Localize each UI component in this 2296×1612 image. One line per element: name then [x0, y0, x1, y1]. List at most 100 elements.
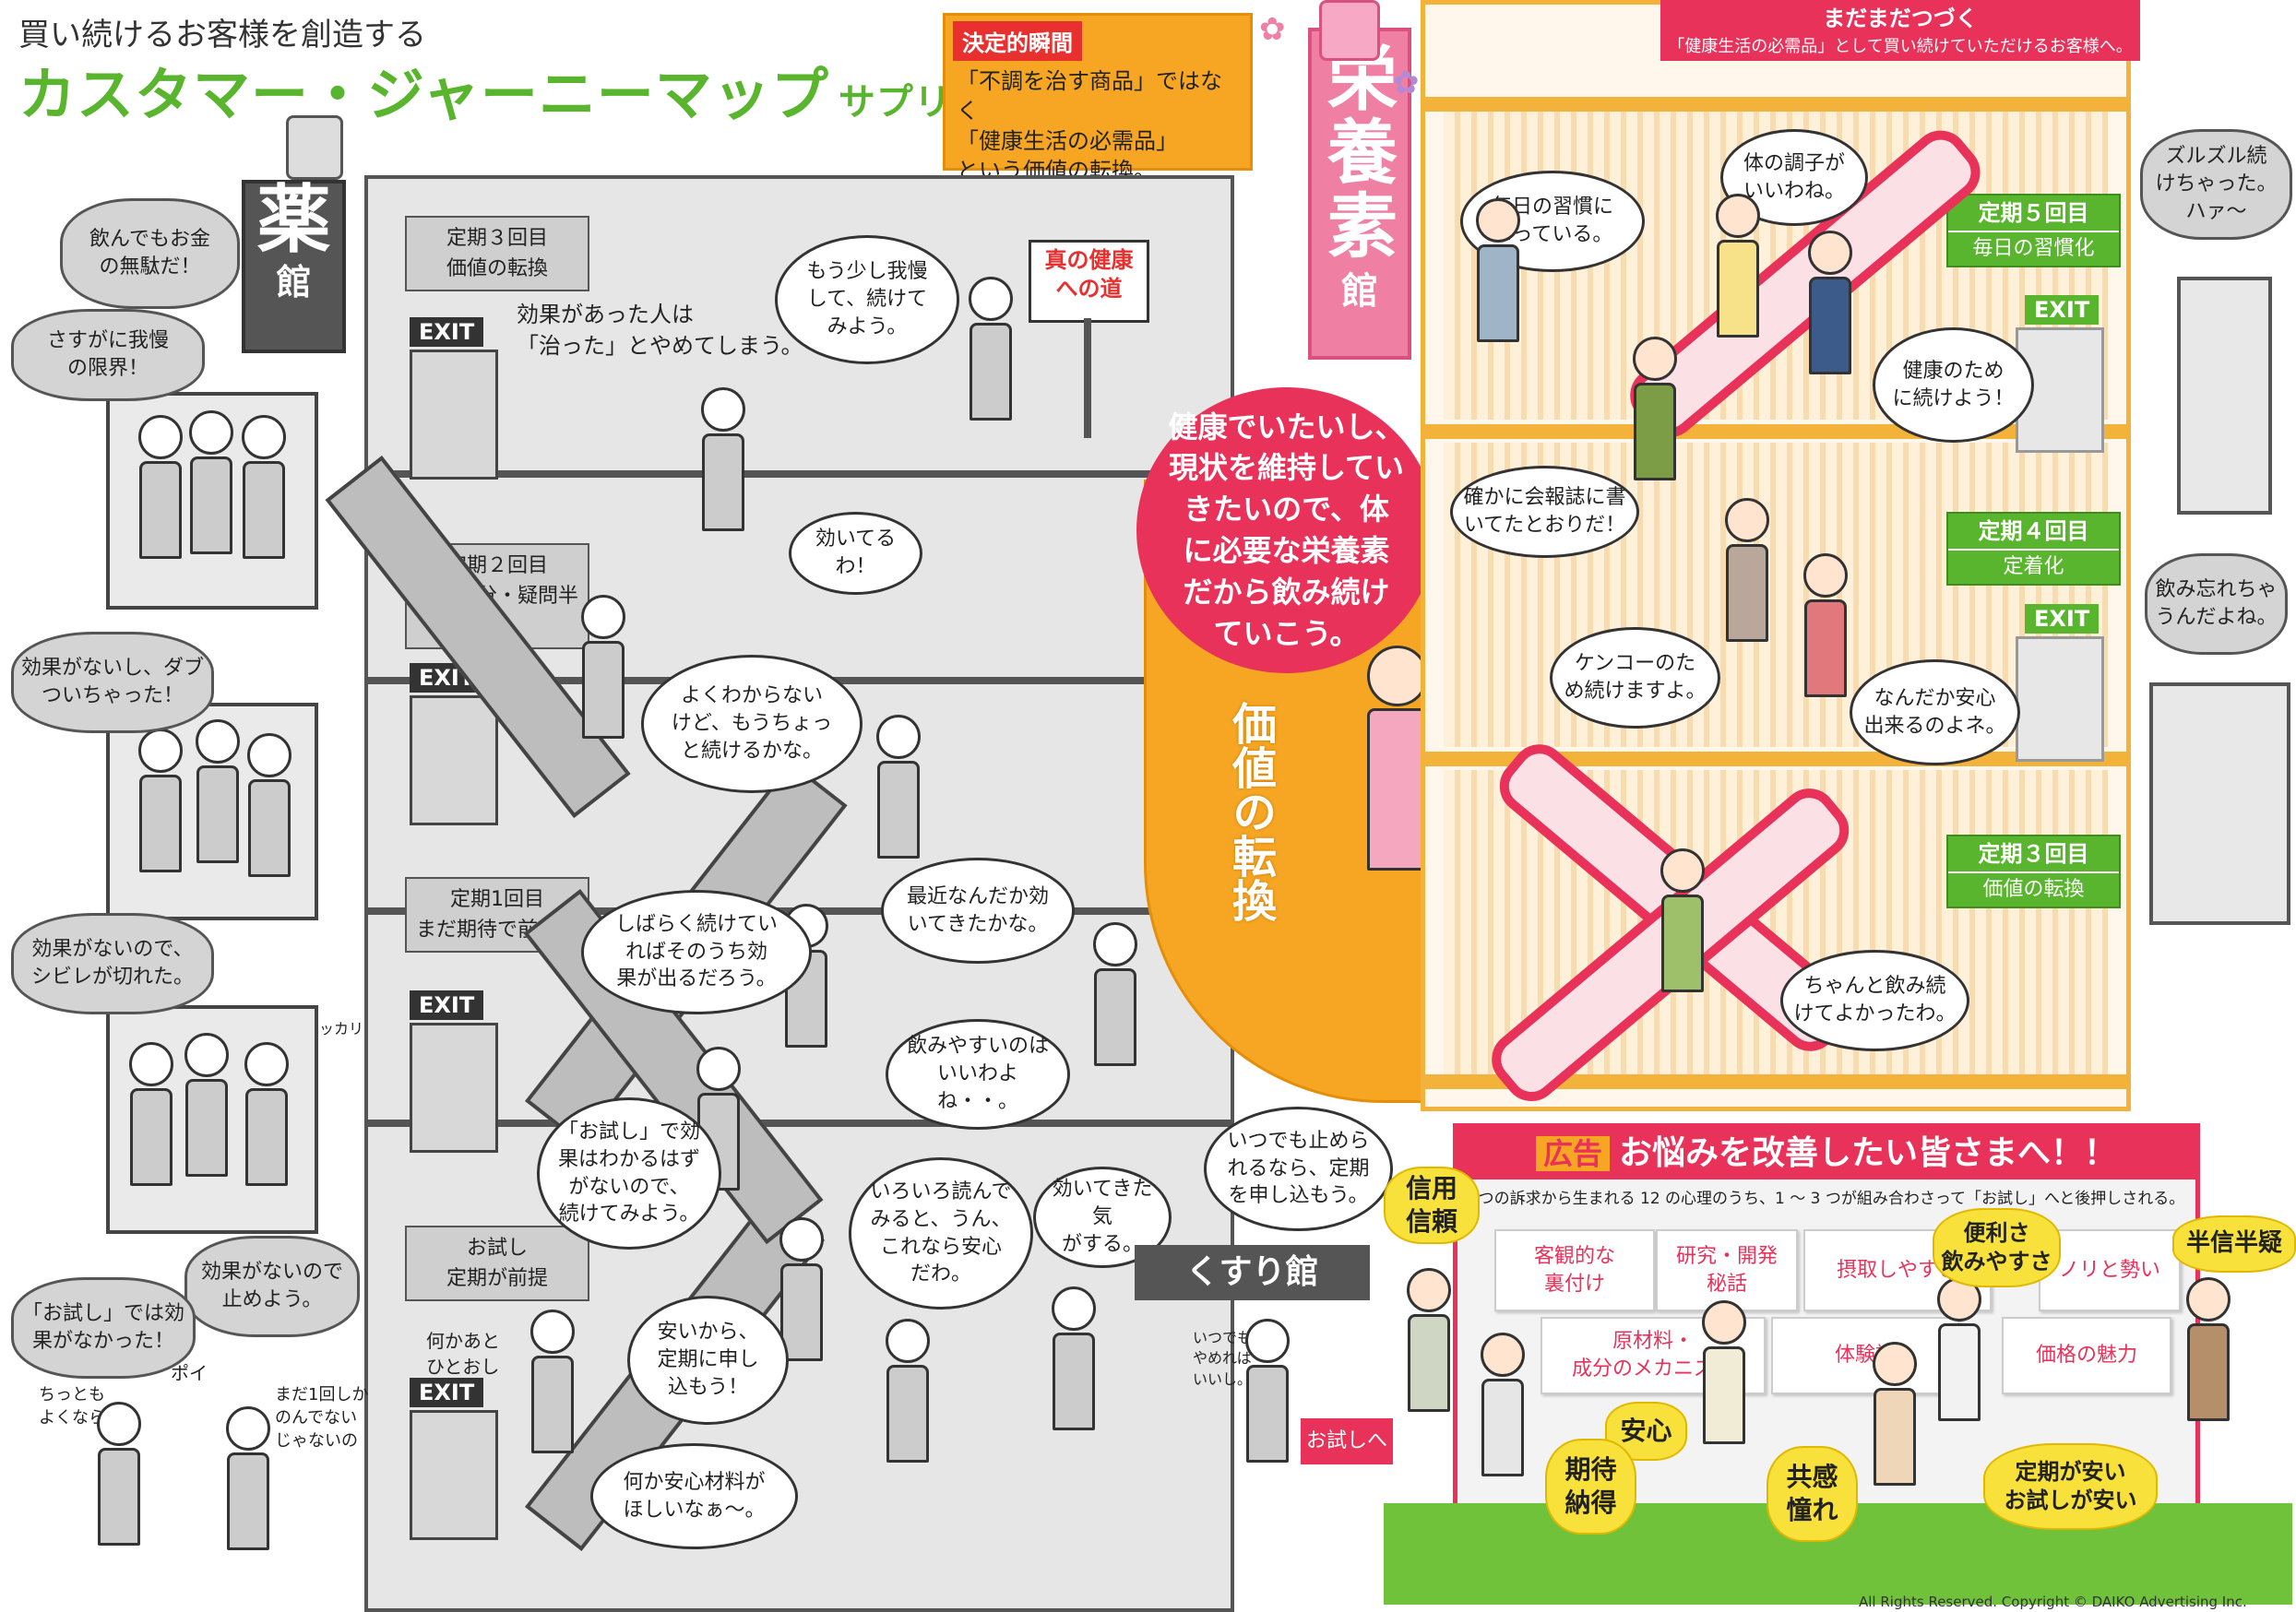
- speech-bubble: もう少し我慢 して、続けて みよう。: [775, 235, 959, 364]
- speech-bubble: なんだか安心 出来るのよネ。: [1850, 659, 2020, 765]
- floor-label-teiki3: 定期３回目 価値の転換: [405, 216, 589, 291]
- exit-door[interactable]: [410, 1023, 498, 1153]
- person-figure: [226, 1406, 270, 1550]
- handwritten-note: ポイ: [171, 1362, 208, 1384]
- person-figure: [1481, 1333, 1525, 1476]
- person-figure: [1245, 1319, 1290, 1463]
- ad-subtitle: 7つの訴求から生まれる 12 の心理のうち、1 ～ 3 つが組み合わさって「お試…: [1468, 1190, 2185, 1208]
- person-figure: [1716, 194, 1760, 338]
- person-figure: [129, 1042, 173, 1186]
- handwritten-note: 効果があった人は 「治った」とやめてしまう。: [517, 302, 803, 359]
- exit-door[interactable]: [410, 1410, 498, 1540]
- decisive-moment-box: 決定的瞬間 「不調を治す商品」ではなく 「健康生活の必需品」 という価値の転換。: [943, 13, 1253, 184]
- complaint-note: さすがに我慢 の限界！: [11, 309, 205, 401]
- floor-label-title: 定期３回目: [446, 227, 548, 250]
- mascot-icon: [1319, 0, 1380, 61]
- person-figure: [244, 1042, 289, 1186]
- floor-divider: [1425, 1074, 2126, 1089]
- speech-bubble: 効いてるわ！: [789, 512, 922, 595]
- nutrient-sign-big: 栄養素: [1327, 38, 1398, 267]
- page-title: カスタマー・ジャーニーマップサプリメント: [18, 48, 1065, 131]
- complaint-note: ズルズル続 けちゃった。 ハァ～: [2140, 129, 2292, 240]
- psych-tag: 定期が安い お試しが安い: [1983, 1443, 2158, 1530]
- decisive-line-1: 「不調を治す商品」ではなく: [957, 68, 1222, 124]
- page-title-text: カスタマー・ジャーニーマップ: [18, 61, 829, 128]
- person-figure: [1407, 1268, 1451, 1412]
- to-trial-arrow[interactable]: お試しへ: [1301, 1418, 1393, 1464]
- person-figure: [247, 733, 291, 877]
- floor-label-stage: 毎日の習慣化: [1972, 237, 2095, 261]
- floor-label-trial: お試し 定期が前提: [405, 1226, 589, 1301]
- ad-tag: 広告: [1535, 1136, 1610, 1171]
- psych-tag: 期待 納得: [1545, 1439, 1636, 1535]
- complaint-note: 「お試し」では効 果がなかった！: [11, 1277, 196, 1379]
- value-change-label: 価値の転換: [1224, 701, 1276, 922]
- person-figure: [1702, 1300, 1746, 1444]
- floor-label-stage: 定期が前提: [446, 1267, 548, 1290]
- handwritten-note: いつでも やめれば いいし。: [1193, 1329, 1253, 1388]
- person-figure: [1093, 922, 1137, 1066]
- decisive-heading: 決定的瞬間: [953, 21, 1082, 61]
- elevator-cabin: [2149, 682, 2290, 925]
- speech-bubble: ちゃんと飲み続 けてよかったわ。: [1780, 950, 1969, 1051]
- person-figure: [189, 410, 233, 554]
- complaint-note: 効果がないので 止めよう。: [184, 1236, 360, 1337]
- continue-title: まだまだつづく: [1823, 6, 1978, 31]
- continue-banner: まだまだつづく 「健康生活の必需品」として買い続けていただけるお客様へ。: [1660, 0, 2140, 61]
- speech-bubble: いろいろ読んで みると、うん、 これなら安心 だわ。: [849, 1157, 1033, 1310]
- exit-door[interactable]: [2016, 636, 2104, 762]
- complaint-note: 飲んでもお金 の無駄だ！: [60, 198, 240, 309]
- person-figure: [696, 1047, 741, 1191]
- kusuri-sign: くすり館: [1135, 1245, 1370, 1300]
- appeal-card: 研究・開発 秘話: [1656, 1229, 1798, 1311]
- person-figure: [969, 277, 1013, 421]
- handwritten-note: まだ1回しか のんでない じゃないの: [275, 1385, 369, 1452]
- pharmacy-sign: 薬 館: [242, 180, 346, 353]
- person-figure: [138, 415, 183, 559]
- floor-label-title: お試し: [466, 1237, 528, 1260]
- person-figure: [196, 719, 240, 863]
- elevator-cabin: [2177, 277, 2272, 515]
- floor-label-title: 定期３回目: [1948, 836, 2119, 874]
- person-figure: [1803, 553, 1848, 697]
- speech-bubble: 安いから、 定期に申し 込もう！: [627, 1296, 789, 1425]
- sign-pole: [1084, 318, 1091, 438]
- speech-bubble: よくわからない けど、もうちょっ と続けるかな。: [641, 655, 862, 793]
- person-figure: [886, 1319, 930, 1463]
- person-figure: [2186, 1277, 2231, 1421]
- exit-sign: EXIT: [410, 990, 484, 1020]
- complaint-note: 飲み忘れちゃ うんだよね。: [2145, 553, 2288, 655]
- person-figure: [779, 1217, 824, 1361]
- exit-sign: EXIT: [410, 1378, 484, 1407]
- speech-bubble: 健康のため に続けよう！: [1873, 327, 2034, 443]
- nutrient-sign-small: 館: [1341, 270, 1378, 314]
- person-figure: [530, 1310, 575, 1453]
- decisive-line-2: 「健康生活の必需品」: [957, 127, 1178, 154]
- speech-bubble: 何か安心材料が ほしいなぁ～。: [590, 1443, 798, 1549]
- true-health-sign: 真の健康 への道: [1029, 240, 1149, 323]
- floor-label-teiki5: 定期５回目 毎日の習慣化: [1946, 194, 2121, 267]
- pharmacy-sign-big: 薬: [256, 177, 331, 263]
- complaint-note: 効果がないし、ダブ ついちゃった！: [11, 632, 214, 733]
- exit-door[interactable]: [410, 350, 498, 480]
- person-figure: [242, 415, 286, 559]
- person-figure: [581, 595, 625, 739]
- decisive-text: 「不調を治す商品」ではなく 「健康生活の必需品」 という価値の転換。: [957, 66, 1239, 186]
- speech-bubble: 最近なんだか効 いてきたかな。: [881, 858, 1075, 964]
- psych-tag: 半信半疑: [2172, 1215, 2296, 1273]
- floor-label-title: 定期５回目: [1948, 196, 2119, 233]
- exit-door[interactable]: [410, 695, 498, 825]
- person-figure: [1052, 1286, 1096, 1430]
- floor-label-title: 定期４回目: [1948, 514, 2119, 551]
- person-figure: [184, 1033, 229, 1177]
- appeal-card: ノリと勢い: [2039, 1229, 2181, 1311]
- psych-tag: 信用 信頼: [1384, 1167, 1480, 1244]
- speech-bubble: しばらく続けてい ればそのうち効 果が出るだろう。: [581, 890, 812, 1014]
- floor-label-teiki4: 定期４回目 定着化: [1946, 512, 2121, 586]
- person-figure: [1937, 1277, 1981, 1421]
- floor-label-stage: 価値の転換: [1982, 878, 2085, 902]
- complaint-note: 効果がないので、 シビレが切れた。: [11, 913, 214, 1014]
- person-figure: [1725, 498, 1769, 642]
- speech-bubble: ケンコーのた め続けますよ。: [1550, 627, 1720, 729]
- exit-sign: EXIT: [2025, 604, 2100, 634]
